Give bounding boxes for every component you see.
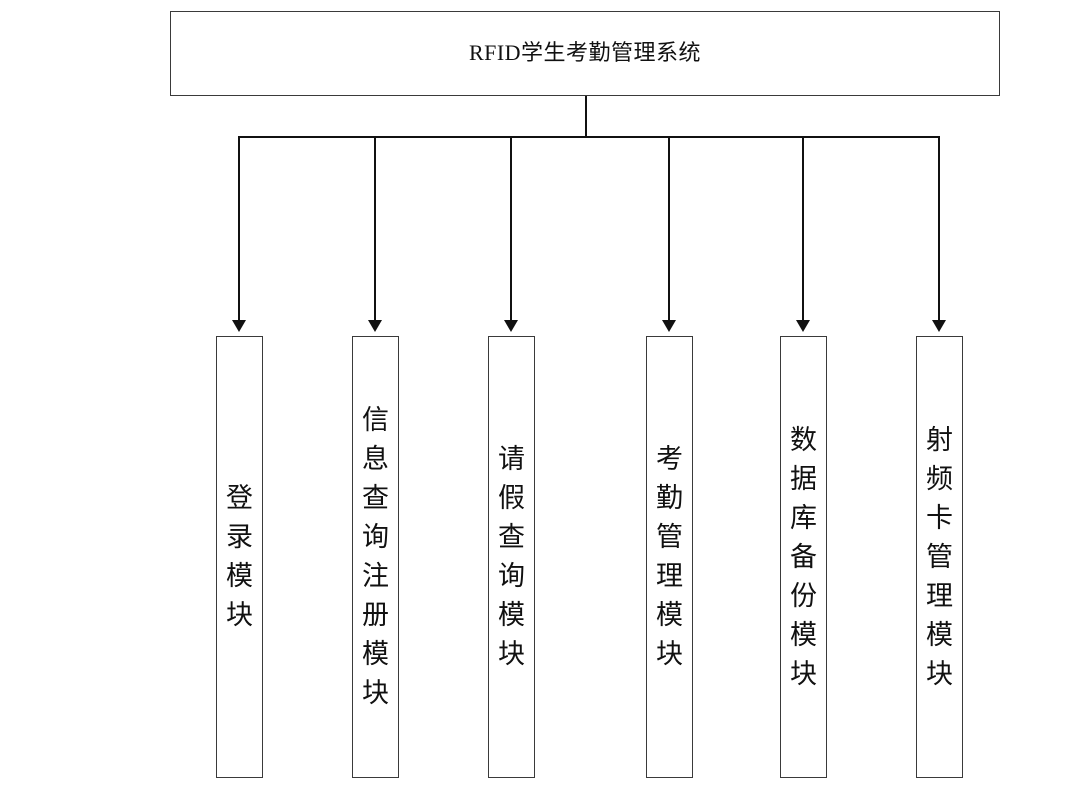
module-box-database-backup[interactable]: 数据库备份模块 (780, 336, 827, 778)
module-label-info-query-register: 信息查询注册模块 (362, 405, 389, 708)
module-label-rf-card-management: 射频卡管理模块 (926, 424, 953, 689)
module-box-leave-query[interactable]: 请假查询模块 (488, 336, 535, 778)
connector-drop-5 (802, 136, 804, 322)
module-box-rf-card-management[interactable]: 射频卡管理模块 (916, 336, 963, 778)
connector-drop-6 (938, 136, 940, 322)
connector-drop-4 (668, 136, 670, 322)
module-label-leave-query: 请假查询模块 (498, 444, 525, 669)
root-node-label: RFID学生考勤管理系统 (468, 39, 702, 65)
connector-drop-3 (510, 136, 512, 322)
arrow-head-2 (368, 320, 382, 332)
module-label-login: 登录模块 (226, 483, 253, 630)
arrow-head-1 (232, 320, 246, 332)
connector-root-stem (585, 96, 587, 137)
arrow-head-3 (504, 320, 518, 332)
connector-horizontal-bus (239, 136, 939, 138)
arrow-head-4 (662, 320, 676, 332)
arrow-head-6 (932, 320, 946, 332)
root-node-system-title[interactable]: RFID学生考勤管理系统 (170, 11, 1000, 96)
connector-drop-2 (374, 136, 376, 322)
module-label-attendance-management: 考勤管理模块 (656, 444, 683, 669)
arrow-head-5 (796, 320, 810, 332)
connector-drop-1 (238, 136, 240, 322)
module-box-attendance-management[interactable]: 考勤管理模块 (646, 336, 693, 778)
module-label-database-backup: 数据库备份模块 (790, 424, 817, 689)
module-box-login[interactable]: 登录模块 (216, 336, 263, 778)
module-box-info-query-register[interactable]: 信息查询注册模块 (352, 336, 399, 778)
